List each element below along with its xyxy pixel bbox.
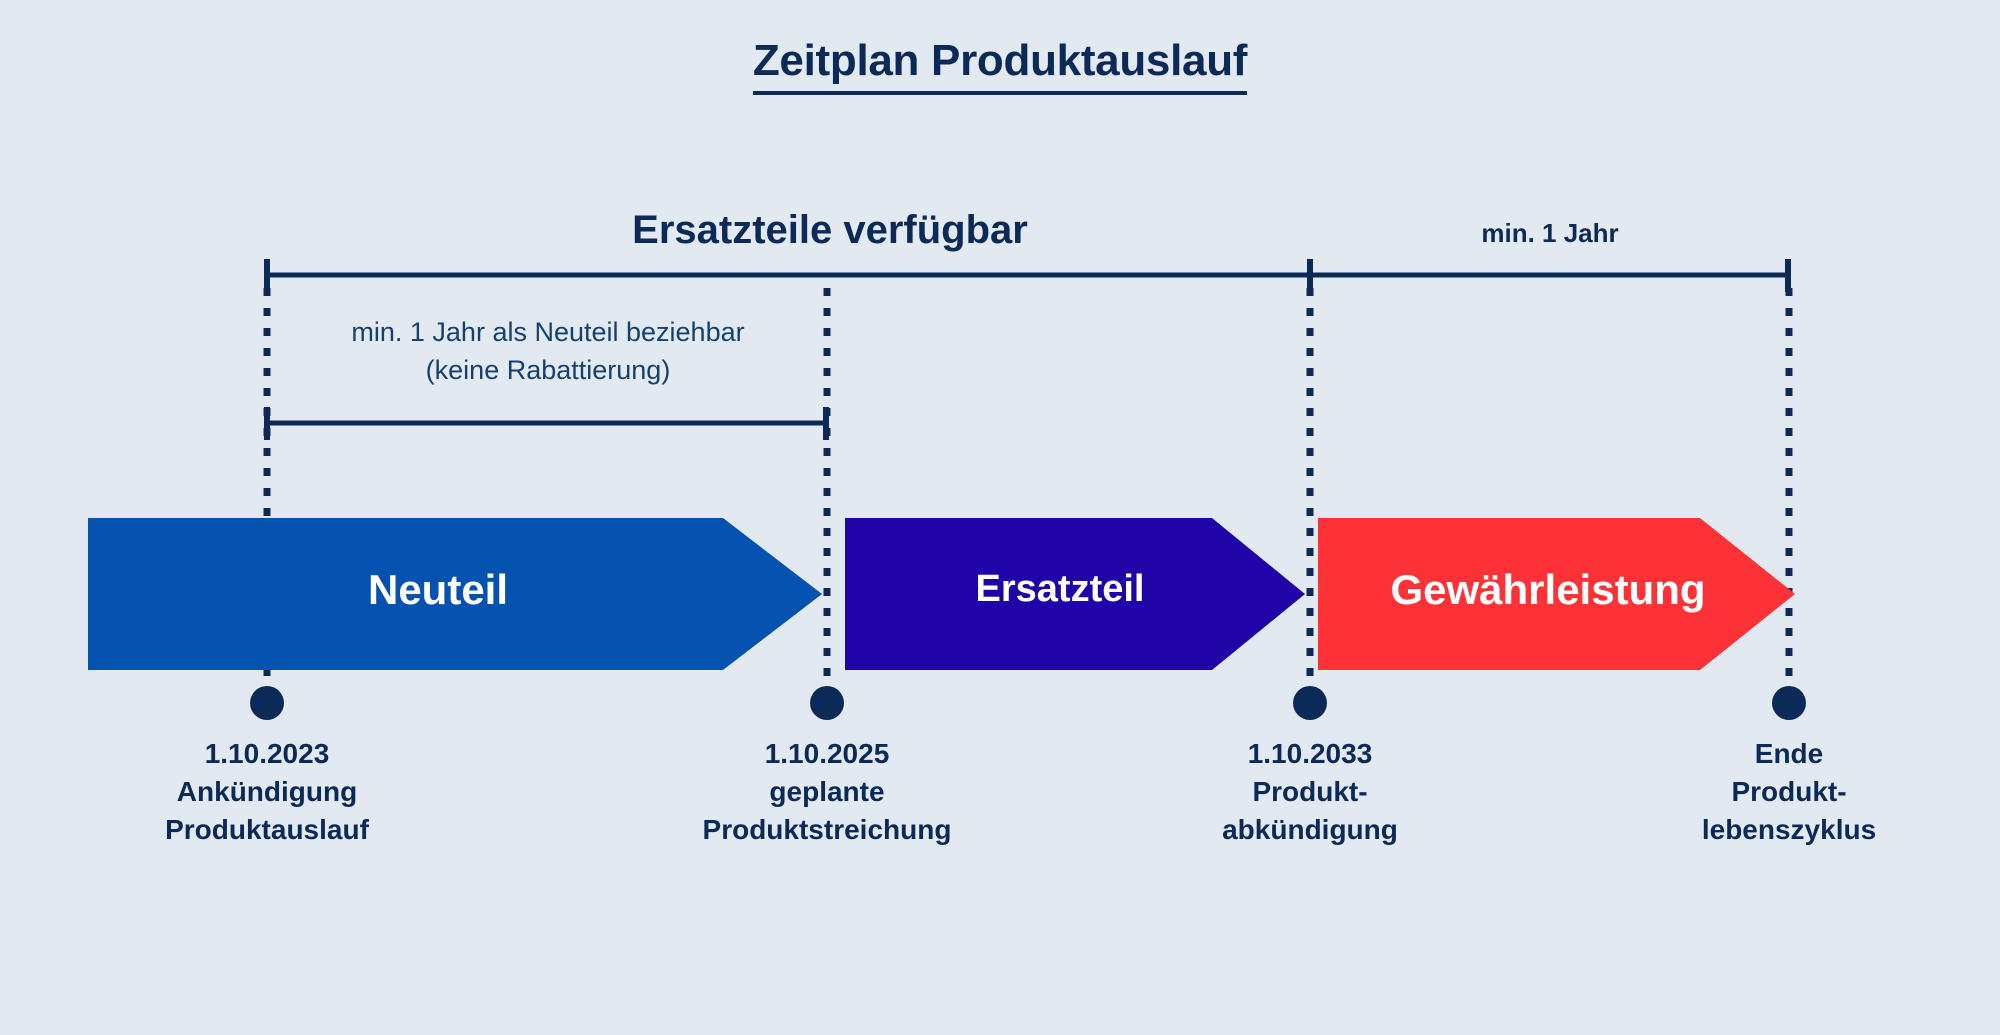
span-rule-ersatzteile-verfuegbar bbox=[264, 259, 1791, 292]
milestone-dot-3 bbox=[1293, 686, 1327, 720]
milestone-2-line2: geplante bbox=[769, 776, 885, 808]
span-rule-neuteil-note bbox=[264, 407, 829, 440]
page-title-text: Zeitplan Produktauslauf bbox=[752, 36, 1247, 95]
span-note-neuteil-line2: (keine Rabattierung) bbox=[425, 355, 671, 386]
milestone-4-date: Ende bbox=[1754, 738, 1824, 769]
phase-arrow-gewaehrleistung bbox=[1318, 518, 1795, 670]
span-label-ersatzteile-verfuegbar: Ersatzteile verfügbar bbox=[632, 208, 1028, 252]
milestone-1-date: 1.10.2023 bbox=[204, 738, 330, 769]
span-note-neuteil: min. 1 Jahr als Neuteil beziehbar (keine… bbox=[268, 313, 828, 390]
milestone-3-line3: abkündigung bbox=[1222, 814, 1398, 846]
phase-label-neuteil: Neuteil bbox=[367, 566, 509, 613]
milestone-label-4: Ende Produkt- lebenszyklus bbox=[1629, 735, 1949, 849]
milestone-3-line2: Produkt- bbox=[1252, 776, 1368, 808]
milestone-3-date: 1.10.2033 bbox=[1247, 738, 1373, 769]
milestone-4-line2: Produkt- bbox=[1731, 776, 1847, 808]
milestone-dot-4 bbox=[1772, 686, 1806, 720]
milestone-4-line3: lebenszyklus bbox=[1701, 814, 1877, 846]
milestone-1-line2: Ankündigung bbox=[176, 776, 358, 808]
milestone-1-line3: Produktauslauf bbox=[165, 814, 369, 846]
milestone-2-line3: Produktstreichung bbox=[702, 814, 952, 846]
phase-label-ersatzteil: Ersatzteil bbox=[975, 568, 1145, 610]
phase-arrow-ersatzteil bbox=[845, 518, 1305, 670]
milestone-dot-2 bbox=[810, 686, 844, 720]
milestone-label-2: 1.10.2025 geplante Produktstreichung bbox=[667, 735, 987, 849]
milestone-label-1: 1.10.2023 Ankündigung Produktauslauf bbox=[107, 735, 427, 849]
milestone-2-date: 1.10.2025 bbox=[764, 738, 890, 769]
milestone-dot-1 bbox=[250, 686, 284, 720]
span-note-neuteil-line1: min. 1 Jahr als Neuteil beziehbar bbox=[351, 317, 745, 347]
page-title: Zeitplan Produktauslauf bbox=[0, 36, 2000, 95]
phase-arrow-neuteil bbox=[88, 518, 822, 670]
milestone-label-3: 1.10.2033 Produkt- abkündigung bbox=[1150, 735, 1470, 849]
span-label-min-1-jahr: min. 1 Jahr bbox=[1481, 218, 1619, 248]
milestone-dots bbox=[250, 686, 1806, 720]
phase-label-gewaehrleistung: Gewährleistung bbox=[1390, 566, 1706, 613]
